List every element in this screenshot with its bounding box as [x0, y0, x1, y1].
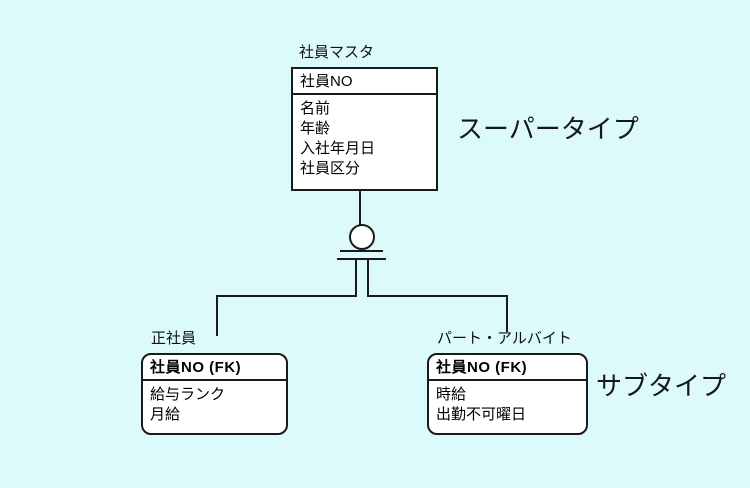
subtype-left-entity-title: 正社員 [151, 330, 197, 347]
connector-right-branch-line [367, 295, 508, 297]
attribute-row: 名前 [300, 100, 331, 117]
subtype-right-foreign-key: 社員NO (FK) [429, 355, 586, 381]
category-double-bar-bottom-line [337, 258, 386, 260]
subtype-left-entity-box[interactable]: 社員NO (FK) 給与ランク 月給 [141, 353, 288, 435]
attribute-row: 出勤不可曜日 [436, 406, 527, 423]
category-discriminator-circle-icon [349, 224, 375, 250]
connector-left-branch-line [216, 295, 357, 297]
supertype-entity-box[interactable]: 社員NO 名前 年齢 入社年月日 社員区分 [291, 67, 438, 191]
connector-supertype-stem-line [359, 191, 361, 225]
supertype-attribute-list: 名前 年齢 入社年月日 社員区分 [293, 95, 436, 183]
connector-right-drop-line [506, 295, 508, 332]
attribute-row: 時給 [436, 386, 467, 403]
supertype-primary-key: 社員NO [293, 69, 436, 95]
subtype-left-attribute-list: 給与ランク 月給 [143, 381, 286, 429]
subtype-right-attribute-list: 時給 出勤不可曜日 [429, 381, 586, 429]
connector-left-stem-line [355, 260, 357, 296]
subtype-right-entity-title: パート・アルバイト [437, 330, 572, 347]
supertype-annotation-label: スーパータイプ [457, 114, 639, 144]
subtype-right-entity-box[interactable]: 社員NO (FK) 時給 出勤不可曜日 [427, 353, 588, 435]
attribute-row: 年齢 [300, 120, 331, 137]
attribute-row: 月給 [150, 406, 181, 423]
supertype-entity-title: 社員マスタ [299, 44, 375, 61]
connector-left-drop-line [216, 295, 218, 336]
subtype-left-foreign-key: 社員NO (FK) [143, 355, 286, 381]
attribute-row: 給与ランク [150, 386, 226, 403]
attribute-row: 社員区分 [300, 160, 361, 177]
subtype-annotation-label: サブタイプ [596, 371, 727, 401]
connector-right-stem-line [367, 260, 369, 296]
category-double-bar-top-line [340, 250, 383, 252]
attribute-row: 入社年月日 [300, 140, 376, 157]
